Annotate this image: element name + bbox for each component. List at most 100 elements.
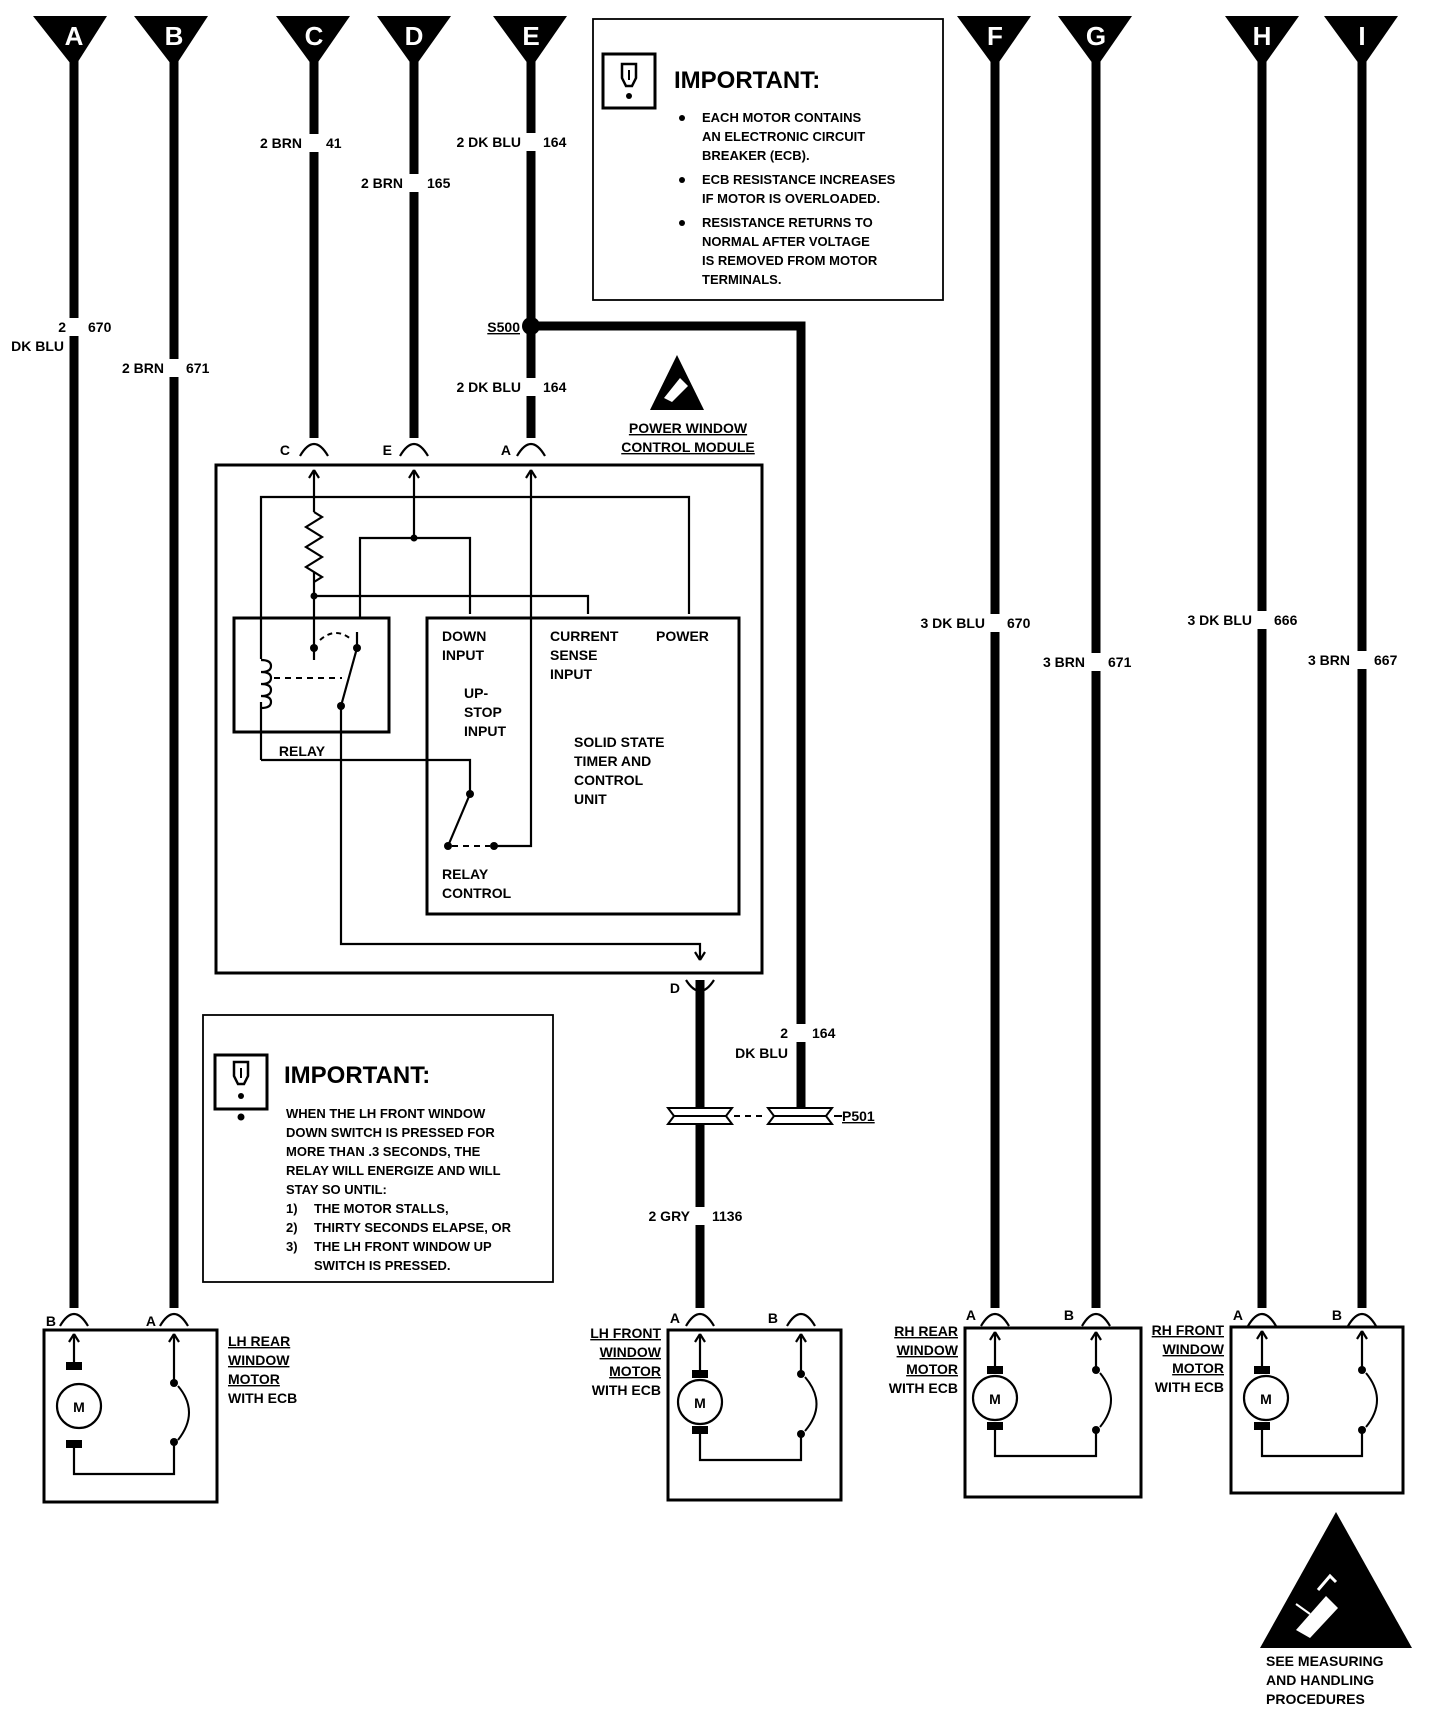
connector-b: B (134, 16, 208, 68)
bullet-2-line-2: IF MOTOR IS OVERLOADED. (702, 191, 880, 206)
wire-h-circuit: 666 (1274, 612, 1298, 628)
wire-a-circuit: 670 (88, 319, 112, 335)
wire-a-color: DK BLU (11, 338, 64, 354)
lh-front-label-1: LH FRONT (590, 1325, 661, 1341)
wire-d: 2 BRN 165 (361, 60, 451, 438)
lh-front-label-4: WITH ECB (592, 1382, 661, 1398)
down-input-line-2: INPUT (442, 647, 484, 663)
important-bottom-line-1: WHEN THE LH FRONT WINDOW (286, 1106, 486, 1121)
wire-h: 3 DK BLU 666 (1187, 60, 1298, 1308)
rh-front-motor-icon: M (1260, 1391, 1272, 1407)
splice-s500-label: S500 (487, 319, 520, 335)
rh-rear-label-2: WINDOW (897, 1342, 959, 1358)
rh-rear-motor-icon: M (989, 1391, 1001, 1407)
wire-g: 3 BRN 671 (1043, 60, 1132, 1308)
wire-lh-front-size-color: 2 GRY (649, 1208, 691, 1224)
item-2-text: THIRTY SECONDS ELAPSE, OR (314, 1220, 512, 1235)
esd-hand-icon (1260, 1512, 1412, 1648)
wire-e-upper-circuit: 164 (543, 134, 567, 150)
module-pin-d-label: D (670, 980, 680, 996)
important-bottom-last-line: SWITCH IS PRESSED. (314, 1258, 451, 1273)
wire-e-lower-circuit: 164 (543, 379, 567, 395)
wire-i: 3 BRN 667 (1308, 60, 1398, 1308)
rh-front-label-1: RH FRONT (1152, 1322, 1225, 1338)
bullet-3-line-3: IS REMOVED FROM MOTOR (702, 253, 878, 268)
rh-rear-pin-right: B (1064, 1307, 1074, 1323)
module-title-line-1: POWER WINDOW (629, 420, 748, 436)
lh-front-pin-left: A (670, 1310, 680, 1326)
warning-bulb-icon (232, 1060, 250, 1121)
current-sense-line-1: CURRENT (550, 628, 619, 644)
wire-d-size-color: 2 BRN (361, 175, 403, 191)
module-title: POWER WINDOW CONTROL MODULE (621, 420, 755, 455)
wire-g-circuit: 671 (1108, 654, 1132, 670)
bullet-1-line-2: AN ELECTRONIC CIRCUIT (702, 129, 865, 144)
relay-control-line-1: RELAY (442, 866, 489, 882)
solid-state-line-4: UNIT (574, 791, 607, 807)
solid-state-line-1: SOLID STATE (574, 734, 664, 750)
bullet-1-line-3: BREAKER (ECB). (702, 148, 810, 163)
lh-front-motor-icon: M (694, 1395, 706, 1411)
wire-b: 2 BRN 671 (122, 60, 210, 1308)
lh-front-label-3: MOTOR (609, 1363, 661, 1379)
module-pin-d: D (670, 951, 715, 996)
wire-s500-branch: 2 164 DK BLU (735, 1024, 836, 1061)
lh-rear-pin-left: B (46, 1313, 56, 1329)
connector-h-label: H (1253, 21, 1272, 51)
inline-connector-p501: P501 (666, 1107, 875, 1125)
lh-rear-pin-right: A (146, 1313, 156, 1329)
wire-f-size-color: 3 DK BLU (920, 615, 985, 631)
rh-rear-pin-left: A (966, 1307, 976, 1323)
lh-rear-label-3: MOTOR (228, 1371, 280, 1387)
module-pin-c-label: C (280, 442, 290, 458)
bullet-1-line-1: EACH MOTOR CONTAINS (702, 110, 861, 125)
connector-b-label: B (165, 21, 184, 51)
lh-front-pin-right: B (768, 1310, 778, 1326)
connector-d: D (377, 16, 451, 68)
module-pin-e: E (383, 442, 429, 458)
module-pin-a: A (501, 442, 546, 458)
connector-g: G (1058, 16, 1132, 68)
lh-rear-motor-icon: M (73, 1399, 85, 1415)
current-sense-line-3: INPUT (550, 666, 592, 682)
bullet-3-line-1: RESISTANCE RETURNS TO (702, 215, 873, 230)
esd-note: SEE MEASURING AND HANDLING PROCEDURES (1260, 1512, 1412, 1707)
connector-c-label: C (305, 21, 324, 51)
wire-c: 2 BRN 41 (260, 60, 342, 438)
rh-front-pin-left: A (1233, 1307, 1243, 1323)
relay-label: RELAY (279, 743, 326, 759)
p501-label: P501 (842, 1108, 875, 1124)
top-connectors: A B C D E F G H (33, 16, 1398, 68)
esd-note-line-3: PROCEDURES (1266, 1691, 1365, 1707)
wire-b-size-color: 2 BRN (122, 360, 164, 376)
important-note-top: IMPORTANT: EACH MOTOR CONTAINS AN ELECTR… (592, 18, 944, 301)
bullet-3-line-2: NORMAL AFTER VOLTAGE (702, 234, 870, 249)
bullet-2-line-1: ECB RESISTANCE INCREASES (702, 172, 896, 187)
module-pin-a-label: A (501, 442, 511, 458)
lh-front-label-2: WINDOW (600, 1344, 662, 1360)
solid-state-line-2: TIMER AND (574, 753, 651, 769)
wire-branch-circuit: 164 (812, 1025, 836, 1041)
connector-e-label: E (522, 21, 539, 51)
rh-front-label-2: WINDOW (1163, 1341, 1225, 1357)
motor-rh-rear: A B M RH REAR WINDOW MOTOR WITH ECB (889, 1307, 1143, 1499)
splice-s500: S500 (487, 317, 806, 1115)
bullet-3-line-4: TERMINALS. (702, 272, 781, 287)
wire-lh-front-a: 2 GRY 1136 (649, 980, 743, 1308)
connector-d-label: D (405, 21, 424, 51)
item-1-text: THE MOTOR STALLS, (314, 1201, 449, 1216)
up-stop-line-2: STOP (464, 704, 502, 720)
warning-bulb-icon (620, 62, 638, 99)
wire-i-circuit: 667 (1374, 652, 1398, 668)
important-bottom-line-4: RELAY WILL ENERGIZE AND WILL (286, 1163, 501, 1178)
motor-lh-front: A B M LH FRONT WINDOW MOTOR WITH ECB (590, 1310, 843, 1502)
connector-c: C (276, 16, 350, 68)
up-stop-line-3: INPUT (464, 723, 506, 739)
important-note-bottom: IMPORTANT: WHEN THE LH FRONT WINDOW DOWN… (202, 1014, 554, 1283)
module-title-line-2: CONTROL MODULE (621, 439, 755, 455)
rh-front-label-4: WITH ECB (1155, 1379, 1224, 1395)
important-top-title: IMPORTANT: (674, 67, 820, 94)
esd-note-line-2: AND HANDLING (1266, 1672, 1374, 1688)
wire-e-lower-size-color: 2 DK BLU (456, 379, 521, 395)
